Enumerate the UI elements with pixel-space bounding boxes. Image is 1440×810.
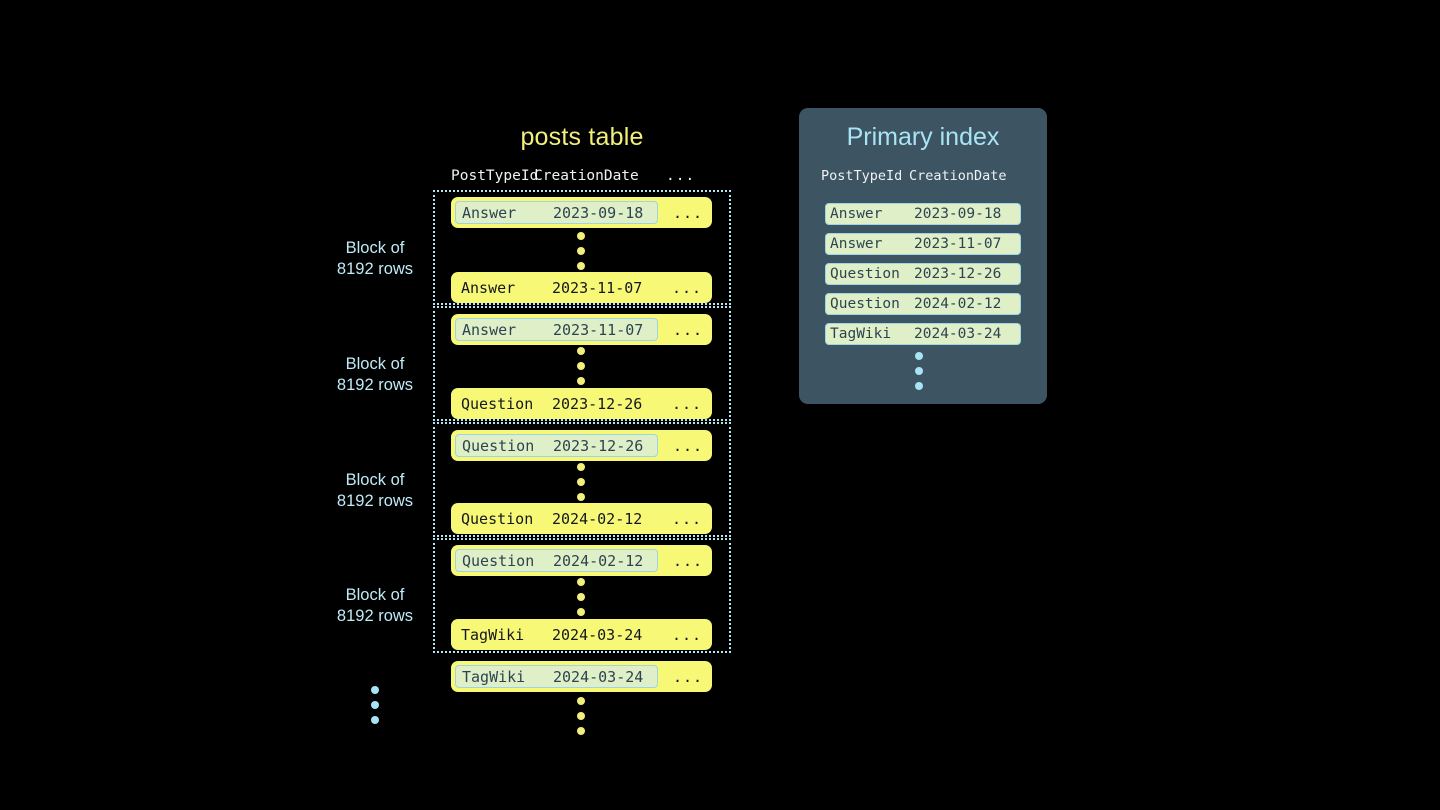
cell-post-type-id: Question [461, 394, 534, 413]
table-block-1-label: Block of 8192 rows [300, 238, 450, 280]
table-block-2-label: Block of 8192 rows [300, 354, 450, 396]
table-row: Question 2024-02-12 ... [451, 545, 712, 576]
block-label-line1: Block of [345, 355, 405, 373]
cell-creation-date: 2024-03-24 [552, 625, 643, 644]
cell-post-type-id: Question [461, 509, 534, 528]
index-cell-post-type-id: Answer [830, 236, 883, 252]
index-cell-creation-date: 2024-03-24 [914, 326, 1002, 342]
cell-creation-date: 2023-12-26 [553, 436, 644, 455]
index-cell-creation-date: 2023-11-07 [914, 236, 1002, 252]
cell-more-ellipsis: ... [672, 667, 704, 686]
table-row: TagWiki 2024-03-24 ... [451, 661, 712, 692]
cell-post-type-id: Answer [461, 278, 516, 297]
table-block-1 [433, 190, 731, 305]
cell-more-ellipsis: ... [672, 436, 704, 455]
cell-post-type-id: Question [462, 436, 535, 455]
cell-creation-date: 2023-11-07 [552, 278, 643, 297]
index-cell-post-type-id: Question [830, 296, 900, 312]
index-tail-ellipsis-dots [915, 352, 923, 390]
index-column-header-post-type-id: PostTypeId [821, 168, 903, 184]
table-block-3 [433, 422, 731, 537]
cell-creation-date: 2024-02-12 [553, 551, 644, 570]
cell-post-type-id: Answer [462, 203, 517, 222]
posts-table-title: posts table [520, 123, 644, 151]
cell-creation-date: 2023-09-18 [553, 203, 644, 222]
table-row: Question 2023-12-26 ... [451, 430, 712, 461]
column-header-more-ellipsis: ... [666, 168, 696, 184]
row-ellipsis-dots [577, 232, 585, 270]
index-entry-row: Answer 2023-09-18 [825, 203, 1021, 225]
cell-post-type-id: TagWiki [462, 667, 526, 686]
block-label-line1: Block of [345, 239, 405, 257]
table-row: Answer 2023-11-07 ... [451, 272, 712, 303]
index-cell-creation-date: 2023-12-26 [914, 266, 1002, 282]
index-cell-post-type-id: Question [830, 266, 900, 282]
primary-index-title: Primary index [846, 123, 1000, 151]
block-tail-ellipsis-dots [371, 686, 379, 724]
cell-creation-date: 2024-02-12 [552, 509, 643, 528]
index-entry-row: Answer 2023-11-07 [825, 233, 1021, 255]
row-ellipsis-dots [577, 463, 585, 501]
index-cell-creation-date: 2024-02-12 [914, 296, 1002, 312]
index-entry-row: TagWiki 2024-03-24 [825, 323, 1021, 345]
primary-index-panel: Primary index PostTypeId CreationDate [799, 108, 1047, 404]
index-cell-post-type-id: TagWiki [830, 326, 892, 342]
index-cell-post-type-id: Answer [830, 206, 883, 222]
cell-creation-date: 2023-11-07 [553, 320, 644, 339]
table-row: TagWiki 2024-03-24 ... [451, 619, 712, 650]
block-label-line1: Block of [345, 586, 405, 604]
column-header-creation-date: CreationDate [534, 168, 639, 184]
posts-table-column-headers: PostTypeId CreationDate ... [433, 166, 731, 186]
block-label-line2: 8192 rows [336, 607, 414, 625]
cell-post-type-id: TagWiki [461, 625, 525, 644]
table-row: Answer 2023-11-07 ... [451, 314, 712, 345]
cell-creation-date: 2024-03-24 [553, 667, 644, 686]
table-row: Question 2023-12-26 ... [451, 388, 712, 419]
table-row: Answer 2023-09-18 ... [451, 197, 712, 228]
row-ellipsis-dots [577, 347, 585, 385]
index-column-header-creation-date: CreationDate [909, 168, 1007, 184]
index-entry-row: Question 2024-02-12 [825, 293, 1021, 315]
table-row: Question 2024-02-12 ... [451, 503, 712, 534]
cell-more-ellipsis: ... [671, 278, 703, 297]
block-label-line2: 8192 rows [336, 492, 414, 510]
cell-more-ellipsis: ... [672, 551, 704, 570]
table-block-4-label: Block of 8192 rows [300, 585, 450, 627]
row-ellipsis-dots [577, 578, 585, 616]
primary-index-column-headers: PostTypeId CreationDate [821, 166, 1031, 186]
table-block-2 [433, 306, 731, 421]
table-block-4 [433, 538, 731, 653]
block-label-line2: 8192 rows [336, 376, 414, 394]
cell-more-ellipsis: ... [671, 509, 703, 528]
block-label-line1: Block of [345, 471, 405, 489]
block-label-line2: 8192 rows [336, 260, 414, 278]
cell-creation-date: 2023-12-26 [552, 394, 643, 413]
column-header-post-type-id: PostTypeId [451, 168, 539, 184]
cell-more-ellipsis: ... [672, 320, 704, 339]
table-tail-ellipsis-dots [577, 697, 585, 735]
cell-post-type-id: Question [462, 551, 535, 570]
cell-more-ellipsis: ... [671, 394, 703, 413]
cell-more-ellipsis: ... [671, 625, 703, 644]
cell-post-type-id: Answer [462, 320, 517, 339]
index-entry-row: Question 2023-12-26 [825, 263, 1021, 285]
cell-more-ellipsis: ... [672, 203, 704, 222]
index-cell-creation-date: 2023-09-18 [914, 206, 1002, 222]
table-block-3-label: Block of 8192 rows [300, 470, 450, 512]
